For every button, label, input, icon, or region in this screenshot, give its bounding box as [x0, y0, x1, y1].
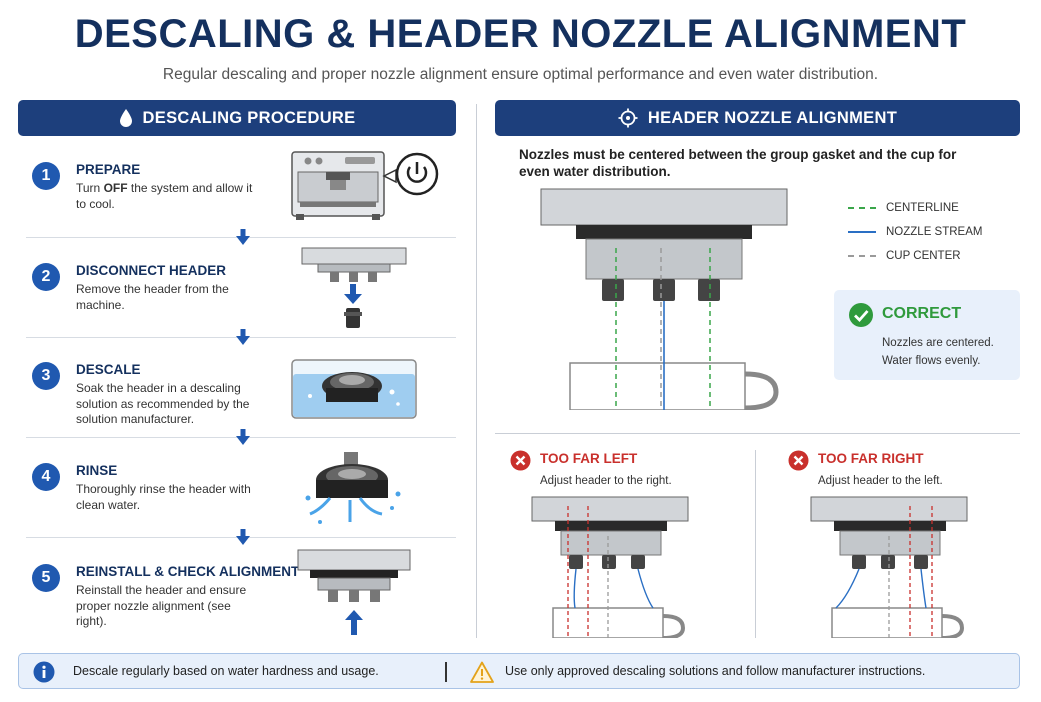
step-number: 3 — [32, 362, 60, 390]
step-description: Reinstall the header and ensure proper n… — [76, 583, 247, 628]
soaking-bath-illustration — [291, 359, 417, 419]
step-rinse: 4 RINSE Thoroughly rinse the header with… — [26, 463, 456, 533]
legend-label: CENTERLINE — [886, 202, 959, 214]
down-arrow-icon — [236, 329, 250, 345]
step-title: REINSTALL & CHECK ALIGNMENT — [76, 564, 300, 579]
footer-notice-bar: Descale regularly based on water hardnes… — [18, 653, 1020, 689]
correct-alignment-diagram — [540, 188, 788, 410]
legend-label: CUP CENTER — [886, 250, 961, 262]
step-descale: 3 DESCALE Soak the header in a descaling… — [26, 362, 456, 432]
step-description: Thoroughly rinse the header with clean w… — [76, 482, 251, 512]
check-circle-icon — [849, 303, 873, 327]
descaling-section-header: DESCALING PROCEDURE — [18, 100, 456, 136]
error-x-icon — [510, 450, 531, 471]
legend-nozzle-stream: NOZZLE STREAM — [848, 226, 982, 238]
espresso-machine-illustration — [291, 151, 439, 220]
step-description: Turn OFF the system and allow it to cool… — [76, 181, 253, 211]
step-title: RINSE — [76, 463, 118, 478]
alignment-section-header: HEADER NOZZLE ALIGNMENT — [495, 100, 1020, 136]
legend-centerline: CENTERLINE — [848, 202, 959, 214]
step-title: DISCONNECT HEADER — [76, 263, 227, 278]
step-number: 5 — [32, 564, 60, 592]
correct-callout: CORRECT Nozzles are centered. Water flow… — [834, 290, 1020, 380]
down-arrow-icon — [236, 229, 250, 245]
legend-swatch — [848, 255, 876, 257]
step-description: Remove the header from the machine. — [76, 282, 229, 312]
down-arrow-icon — [236, 429, 250, 445]
alignment-divider — [495, 433, 1020, 434]
rinsing-illustration — [305, 452, 401, 524]
info-icon — [33, 661, 55, 683]
wrong-cases-divider — [755, 450, 756, 638]
page-title: DESCALING & HEADER NOZZLE ALIGNMENT — [74, 12, 967, 56]
too-far-left-description: Adjust header to the right. — [540, 475, 672, 487]
error-x-icon — [788, 450, 809, 471]
footer-warning-text: Use only approved descaling solutions an… — [505, 664, 926, 678]
step-description: Soak the header in a descaling solution … — [76, 381, 250, 426]
water-drop-icon — [119, 109, 132, 127]
correct-title: CORRECT — [882, 305, 962, 322]
crosshair-icon — [618, 108, 638, 128]
alignment-intro: Nozzles must be centered between the gro… — [519, 147, 957, 179]
too-far-left-diagram — [531, 496, 689, 638]
section-divider — [476, 104, 477, 638]
footer-info-text: Descale regularly based on water hardnes… — [73, 664, 379, 678]
step-reinstall: 5 REINSTALL & CHECK ALIGNMENT Reinstall … — [26, 564, 456, 634]
legend-swatch — [848, 207, 876, 209]
down-arrow-icon — [236, 529, 250, 545]
step-disconnect-header: 2 DISCONNECT HEADER Remove the header fr… — [26, 263, 456, 333]
legend-label: NOZZLE STREAM — [886, 226, 983, 238]
descaling-heading: DESCALING PROCEDURE — [142, 108, 356, 127]
footer-separator — [445, 662, 447, 682]
legend-swatch — [848, 231, 876, 233]
step-title: PREPARE — [76, 162, 141, 177]
step-prepare: 1 PREPARE Turn OFF the system and allow … — [26, 162, 456, 232]
header-reinstall-illustration — [297, 549, 411, 635]
step-number: 2 — [32, 263, 60, 291]
legend-cup-center: CUP CENTER — [848, 250, 961, 262]
too-far-right-diagram — [810, 496, 968, 638]
step-number: 4 — [32, 463, 60, 491]
correct-description: Nozzles are centered. Water flows evenly… — [882, 337, 994, 367]
too-far-right-description: Adjust header to the left. — [818, 475, 943, 487]
too-far-right-title: TOO FAR RIGHT — [818, 451, 924, 466]
step-number: 1 — [32, 162, 60, 190]
alignment-heading: HEADER NOZZLE ALIGNMENT — [647, 108, 898, 127]
too-far-left-title: TOO FAR LEFT — [540, 451, 638, 466]
header-removal-illustration — [301, 247, 407, 328]
warning-icon — [470, 661, 494, 683]
page-subtitle: Regular descaling and proper nozzle alig… — [162, 66, 879, 83]
step-title: DESCALE — [76, 362, 141, 377]
